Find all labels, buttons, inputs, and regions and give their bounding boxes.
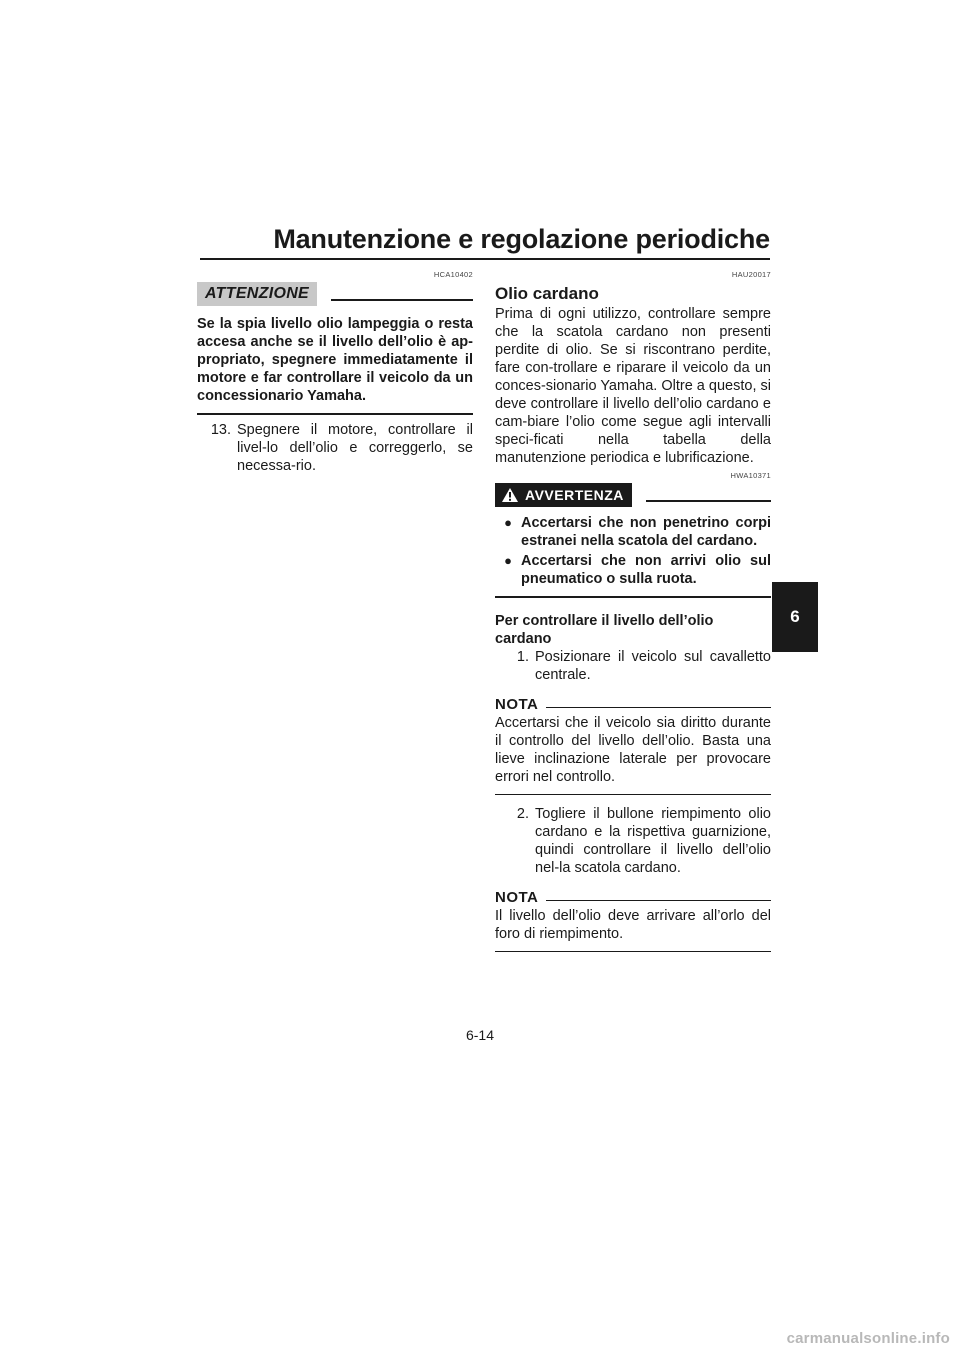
warning-badge: AVVERTENZA — [495, 483, 632, 507]
list-item: ● Accertarsi che non penetrino corpi est… — [495, 514, 771, 550]
step-text: Togliere il bullone riempimento olio car… — [535, 805, 771, 876]
note-text: Accertarsi che il veicolo sia diritto du… — [495, 714, 771, 785]
reference-code: HWA10371 — [730, 471, 771, 480]
attention-banner: ATTENZIONE — [197, 281, 473, 307]
bullet-icon: ● — [504, 515, 512, 530]
bullet-text: Accertarsi che non penetrino corpi estra… — [521, 515, 771, 549]
warning-label: AVVERTENZA — [525, 487, 624, 503]
section-title: Olio cardano — [495, 284, 599, 303]
page-title: Manutenzione e regolazione periodiche — [273, 224, 770, 254]
warning-end-rule — [495, 596, 771, 598]
page-number: 6-14 — [465, 1027, 495, 1043]
attention-label: ATTENZIONE — [197, 282, 318, 306]
note-end-rule — [495, 950, 771, 952]
step-1: 1. Posizionare il veicolo sul cavalletto… — [495, 648, 771, 684]
intro-paragraph: Prima di ogni utilizzo, controllare semp… — [495, 306, 771, 466]
step-text: Spegnere il motore, controllare il livel… — [237, 421, 473, 474]
warning-list: ● Accertarsi che non penetrino corpi est… — [495, 514, 771, 588]
step-number: 2. — [516, 805, 529, 822]
note-label: NOTA — [495, 695, 539, 713]
bullet-text: Accertarsi che non arrivi olio sul pneum… — [521, 553, 771, 587]
banner-rule — [645, 500, 771, 502]
step-number: 1. — [516, 648, 529, 665]
subheading: Per controllare il livello dell’olio car… — [495, 612, 714, 647]
list-item: ● Accertarsi che non arrivi olio sul pne… — [495, 552, 771, 588]
note-label: NOTA — [495, 888, 539, 906]
watermark: carmanualsonline.info — [786, 1330, 950, 1347]
reference-code: HCA10402 — [433, 270, 473, 279]
note-rule — [546, 899, 771, 902]
note-end-rule — [495, 793, 771, 795]
chapter-tab[interactable]: 6 — [772, 582, 818, 652]
warning-triangle-icon — [502, 488, 518, 502]
right-column: HAU20017 Olio cardano Prima di ogni util… — [495, 270, 771, 952]
attention-end-rule — [197, 413, 473, 415]
bullet-icon: ● — [504, 553, 512, 568]
note-banner: NOTA — [495, 889, 771, 907]
step-number: 13. — [210, 421, 231, 438]
step-text: Posizionare il veicolo sul cavalletto ce… — [535, 648, 771, 683]
left-column: HCA10402 ATTENZIONE Se la spia livello o… — [197, 270, 473, 475]
step-2: 2. Togliere il bullone riempimento olio … — [495, 805, 771, 877]
title-rule — [200, 258, 770, 260]
reference-code: HAU20017 — [731, 270, 771, 279]
note-text: Il livello dell’olio deve arrivare all’o… — [495, 907, 771, 942]
note-banner: NOTA — [495, 696, 771, 714]
step-13: 13. Spegnere il motore, controllare il l… — [197, 421, 473, 475]
banner-rule — [331, 299, 473, 301]
note-rule — [546, 706, 771, 709]
warning-banner: AVVERTENZA — [495, 482, 771, 508]
attention-text: Se la spia livello olio lampeggia o rest… — [197, 316, 473, 404]
